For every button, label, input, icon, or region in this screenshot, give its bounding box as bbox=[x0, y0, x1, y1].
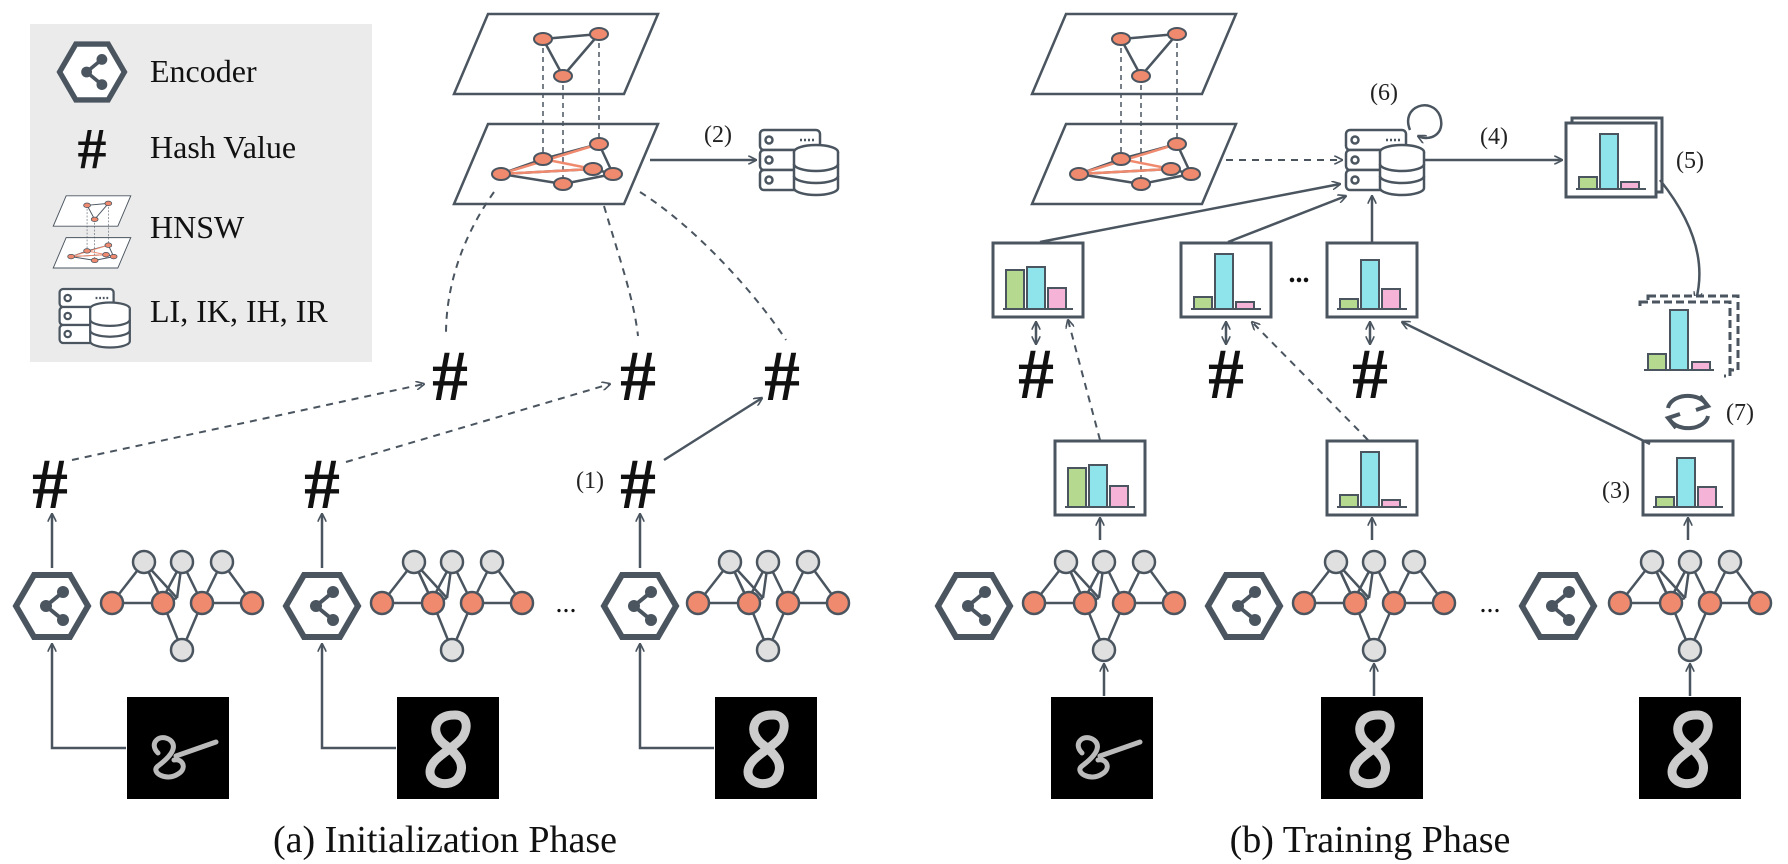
input-image-b1 bbox=[1051, 697, 1153, 799]
legend-encoder-label: Encoder bbox=[150, 53, 257, 89]
ellipsis-b: ... bbox=[1480, 588, 1501, 619]
neural-net-icon-a2 bbox=[369, 549, 535, 663]
hnsw-index-icon bbox=[452, 12, 660, 206]
hash-client-1: # bbox=[32, 444, 68, 524]
neural-net-icon-a3 bbox=[685, 549, 851, 663]
input-image-b3 bbox=[1639, 697, 1741, 799]
step-7-label: (7) bbox=[1726, 400, 1754, 426]
step-3-label: (3) bbox=[1602, 478, 1630, 504]
ellipsis-b-top: ... bbox=[1289, 258, 1310, 289]
hash-indexed-3: # bbox=[764, 336, 800, 416]
histogram-card-b2 bbox=[1179, 241, 1273, 319]
database-icon bbox=[758, 128, 840, 197]
initialization-phase: (2) # # # # # # (1) ... bbox=[16, 12, 851, 861]
histogram-card-b4 bbox=[1053, 439, 1147, 517]
hash-b1: # bbox=[1018, 334, 1054, 414]
global-histogram-stack bbox=[1564, 116, 1664, 199]
encoder-icon-a2 bbox=[286, 575, 358, 637]
encoder-icon-b2 bbox=[1208, 575, 1280, 637]
hash-indexed-1: # bbox=[432, 336, 468, 416]
histogram-card-b5 bbox=[1325, 439, 1419, 517]
neural-net-icon-b3 bbox=[1607, 549, 1773, 663]
caption-a: (a) Initialization Phase bbox=[273, 819, 617, 861]
refresh-cycle-icon bbox=[1666, 393, 1710, 431]
step-5-label: (5) bbox=[1676, 148, 1704, 174]
legend-box: Encoder # Hash Value HNSW LI, IK, IH, IR bbox=[30, 24, 372, 362]
legend-hnsw-label: HNSW bbox=[150, 209, 245, 245]
step-1-label: (1) bbox=[576, 468, 604, 494]
hash-client-2: # bbox=[304, 444, 340, 524]
input-image-b2 bbox=[1321, 697, 1423, 799]
input-image-a2 bbox=[397, 697, 499, 799]
ellipsis-a: ... bbox=[556, 588, 577, 619]
legend-encoder-icon bbox=[60, 44, 125, 100]
personalized-histogram-stack bbox=[1634, 294, 1740, 382]
caption-b: (b) Training Phase bbox=[1230, 819, 1511, 861]
legend-hash-icon: # bbox=[78, 116, 107, 181]
histogram-card-b6 bbox=[1641, 439, 1735, 517]
step-6-label: (6) bbox=[1370, 80, 1398, 106]
input-image-a1 bbox=[127, 697, 229, 799]
encoder-icon-b1 bbox=[938, 575, 1010, 637]
hash-b3: # bbox=[1352, 334, 1388, 414]
legend-hash-label: Hash Value bbox=[150, 129, 296, 165]
hash-client-3: # bbox=[620, 444, 656, 524]
neural-net-icon-b1 bbox=[1021, 549, 1187, 663]
encoder-icon-a3 bbox=[604, 575, 676, 637]
neural-net-icon-a1 bbox=[99, 549, 265, 663]
legend-db-label: LI, IK, IH, IR bbox=[150, 293, 328, 329]
input-image-a3 bbox=[715, 697, 817, 799]
encoder-icon-b3 bbox=[1522, 575, 1594, 637]
training-phase: (6) (4) (5) (7) ... bbox=[938, 12, 1773, 861]
server-database-icon bbox=[1344, 128, 1426, 197]
neural-net-icon-b2 bbox=[1291, 549, 1457, 663]
hnsw-index-icon-b bbox=[1030, 12, 1238, 206]
step-4-label: (4) bbox=[1480, 124, 1508, 150]
encoder-icon-a1 bbox=[16, 575, 88, 637]
step-2-label: (2) bbox=[704, 122, 732, 148]
histogram-card-b3 bbox=[1325, 241, 1419, 319]
histogram-card-b1 bbox=[991, 241, 1085, 319]
hash-indexed-2: # bbox=[620, 336, 656, 416]
hash-b2: # bbox=[1208, 334, 1244, 414]
